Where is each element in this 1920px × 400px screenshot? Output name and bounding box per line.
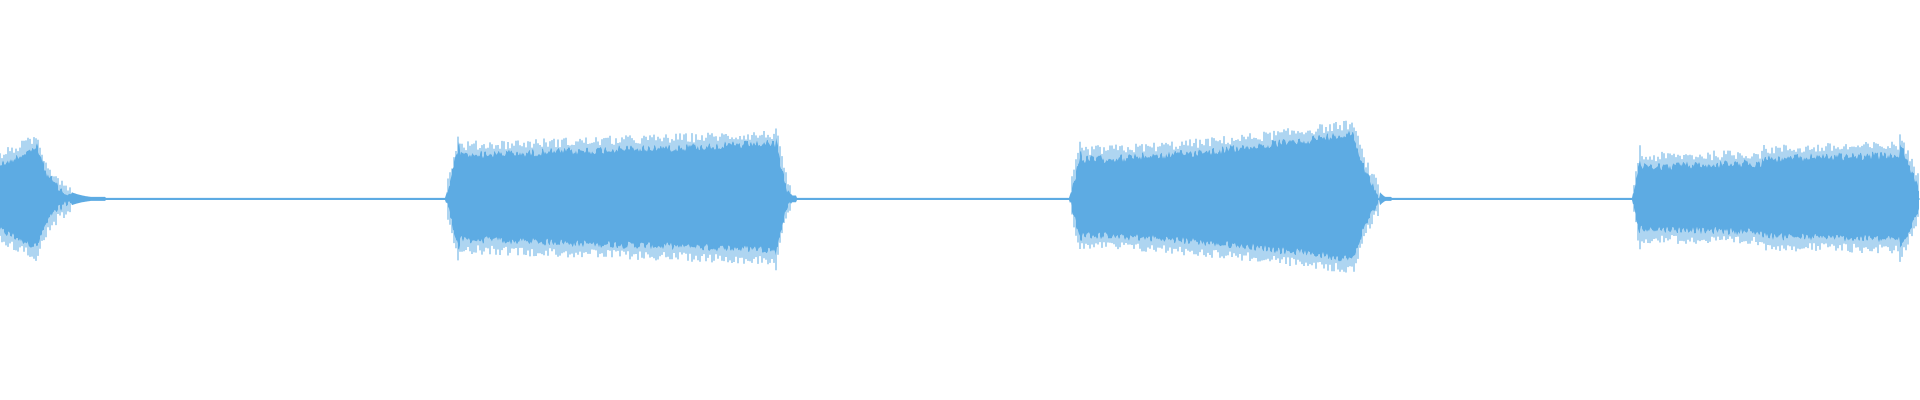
- waveform-envelope: [0, 130, 1919, 263]
- waveform-spikes: [0, 120, 1919, 273]
